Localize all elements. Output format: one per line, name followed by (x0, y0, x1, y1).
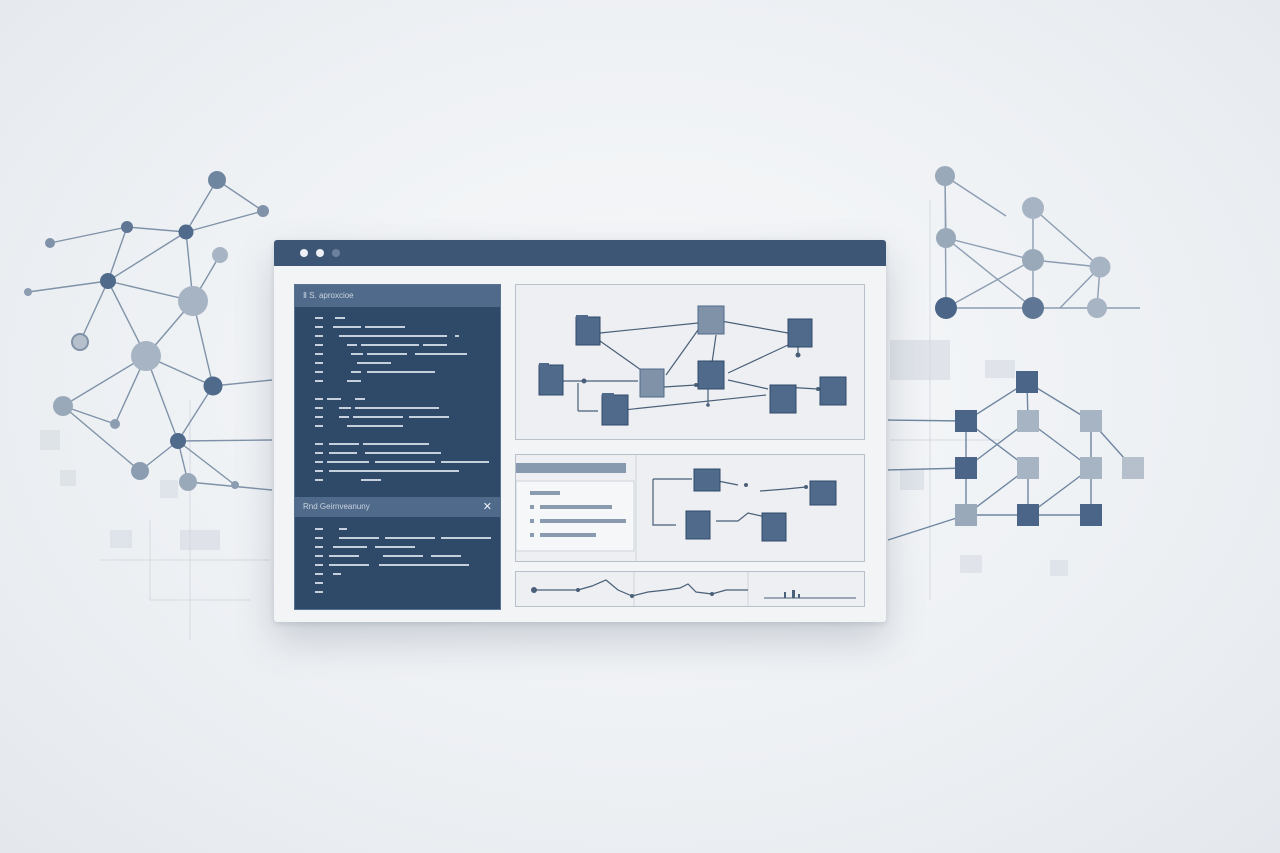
window-titlebar (274, 240, 886, 266)
code-editor-panel[interactable]: Ⅱ S. aproxcioe (294, 284, 501, 610)
window-close-dot[interactable] (300, 249, 308, 257)
window-maximize-dot[interactable] (332, 249, 340, 257)
flow-diagram (538, 305, 847, 426)
console-title: Rnd Geirnveanuny (303, 502, 370, 511)
timeline-chart (531, 572, 856, 606)
detail-content (516, 455, 837, 561)
code-lines (315, 317, 491, 593)
folder-icon (538, 305, 847, 426)
folder-icon (685, 468, 837, 542)
detail-panel[interactable] (515, 454, 865, 562)
flow-diagram-panel[interactable] (515, 284, 865, 440)
console-header: Rnd Geirnveanuny ✕ (295, 497, 500, 517)
timeline-panel[interactable] (515, 571, 865, 607)
close-icon[interactable]: ✕ (482, 501, 492, 513)
code-editor-header: Ⅱ S. aproxcioe (295, 285, 500, 307)
window-minimize-dot[interactable] (316, 249, 324, 257)
app-window: Ⅱ S. aproxcioe (274, 240, 886, 622)
